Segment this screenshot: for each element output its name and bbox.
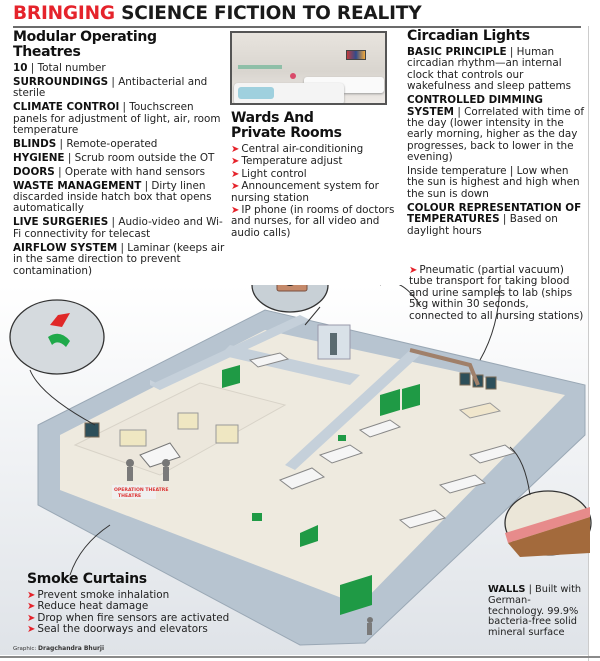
walls-text: WALLS | Built with German-technology. 99… <box>488 584 582 639</box>
bullet-arrow-icon: ➤ <box>231 181 240 193</box>
circadian-item: Inside temperature | Low when the sun is… <box>407 165 580 200</box>
frame-border-right <box>588 26 589 661</box>
surgeon-figure <box>163 467 169 481</box>
ot-item: SURROUNDINGS | Antibacterial and sterile <box>13 75 208 100</box>
bullet-arrow-icon: ➤ <box>231 205 240 217</box>
smoke-curtains-heading: Smoke Curtains <box>27 571 147 587</box>
bullet-arrow-icon: ➤ <box>231 156 240 168</box>
wall-painting <box>346 50 366 60</box>
smoke-bullet: ➤Seal the doorways and elevators <box>27 623 208 636</box>
ot-item: BLINDS | Remote-operated <box>13 137 158 150</box>
ot-monitor <box>177 412 199 430</box>
ot-console <box>119 429 147 447</box>
ot-sign <box>112 485 156 499</box>
operating-theatres-panel: Modular Operating Theatres 10 | Total nu… <box>13 30 225 279</box>
pneumatic-text: ➤Pneumatic (partial vacuum) tube transpo… <box>409 264 584 322</box>
ot-sign-text: OPERATION THEATRE <box>114 487 168 493</box>
green-arrow-icon <box>48 333 70 347</box>
ot-item: HYGIENE | Scrub room outside the OT <box>13 151 215 164</box>
pneumatic-panel: ➤Pneumatic (partial vacuum) tube transpo… <box>409 264 584 325</box>
headline-rule <box>13 26 581 28</box>
wards-heading: Wards And Private Rooms <box>231 110 342 141</box>
ot-item: DOORS | Operate with hand sensors <box>13 165 206 178</box>
operating-theatres-heading: Modular Operating Theatres <box>13 29 157 60</box>
circadian-item: BASIC PRINCIPLE | Human circadian rhythm… <box>407 46 572 93</box>
interior-wall-2 <box>220 345 360 385</box>
hospital-floor-illustration: OPERATION THEATRE THEATRE <box>0 285 592 655</box>
photo-pillow <box>238 87 274 99</box>
circadian-item: CONTROLLED DIMMING SYSTEM | Correlated w… <box>407 94 585 164</box>
ward-bullet: ➤Announcement system for nursing station <box>231 180 379 204</box>
ward-bullet: ➤Central air-conditioning <box>231 143 364 155</box>
person-figure <box>367 623 372 635</box>
headline-rest: SCIENCE FICTION TO REALITY <box>114 3 422 24</box>
bullet-arrow-icon: ➤ <box>27 624 36 636</box>
operating-table <box>139 442 181 468</box>
ward-bullet: ➤IP phone (in rooms of doctors and nurse… <box>231 204 395 239</box>
bullet-arrow-icon: ➤ <box>27 601 36 613</box>
bottom-rule <box>0 656 600 658</box>
dining-table <box>458 402 502 419</box>
speaker-callout <box>251 285 329 313</box>
pneumatic-tube <box>409 348 480 386</box>
windows <box>84 372 497 438</box>
wards-panel: Wards And Private Rooms ➤Central air-con… <box>231 111 403 240</box>
pneumatic-leader <box>479 285 501 361</box>
bullet-arrow-icon: ➤ <box>27 590 36 601</box>
ot-item: 10 | Total number <box>13 62 106 74</box>
ward-beds <box>248 352 517 529</box>
callout-leader <box>29 369 96 426</box>
ot-item: LIVE SURGERIES | Audio-video and Wi-Fi c… <box>13 216 223 240</box>
smoke-bullet: ➤Prevent smoke inhalation <box>27 589 170 601</box>
circadian-panel: Circadian Lights BASIC PRINCIPLE | Human… <box>407 29 585 240</box>
speaker-icon <box>276 285 308 292</box>
surgeon-figure <box>127 467 133 481</box>
graphic-credit: Graphic: Dragchandra Bhurji <box>13 645 105 652</box>
wall-layer-icon <box>508 517 590 557</box>
circadian-heading: Circadian Lights <box>407 28 530 44</box>
bullet-arrow-icon: ➤ <box>409 265 418 276</box>
walls-panel: WALLS | Built with German-technology. 99… <box>488 584 583 641</box>
bed-rail <box>238 65 282 69</box>
smoke-curtain-leader <box>69 524 111 576</box>
ot-item: AIRFLOW SYSTEM | Laminar (keeps air in t… <box>13 241 225 277</box>
privacy-screens <box>222 365 420 615</box>
bullet-arrow-icon: ➤ <box>231 168 240 180</box>
interior-wall-3 <box>285 350 420 470</box>
headline: BRINGING SCIENCE FICTION TO REALITY <box>13 3 422 25</box>
flower-vase <box>290 73 296 79</box>
ward-bullet: ➤Light control <box>231 167 307 180</box>
smoke-bullet: ➤Reduce heat damage <box>27 600 149 613</box>
ot-item: WASTE MANAGEMENT | Dirty linen discarded… <box>13 179 212 215</box>
headline-accent: BRINGING <box>13 3 115 24</box>
red-arrow-icon <box>50 313 70 327</box>
ot-machine <box>215 424 239 444</box>
smoke-curtains-panel: Smoke Curtains ➤Prevent smoke inhalation… <box>27 572 267 636</box>
circadian-item: COLOUR REPRESENTATION OF TEMPERATURES | … <box>407 201 582 237</box>
ward-room-photo <box>230 31 387 105</box>
ot-item: CLIMATE CONTROl | Touchscreen panels for… <box>13 101 221 137</box>
svg-text:THEATRE: THEATRE <box>118 493 141 499</box>
bullet-arrow-icon: ➤ <box>27 612 36 624</box>
bullet-arrow-icon: ➤ <box>231 144 240 155</box>
circadian-leader <box>380 285 421 306</box>
ward-bullet: ➤Temperature adjust <box>231 155 343 168</box>
smoke-bullet: ➤Drop when fire sensors are activated <box>27 611 230 624</box>
